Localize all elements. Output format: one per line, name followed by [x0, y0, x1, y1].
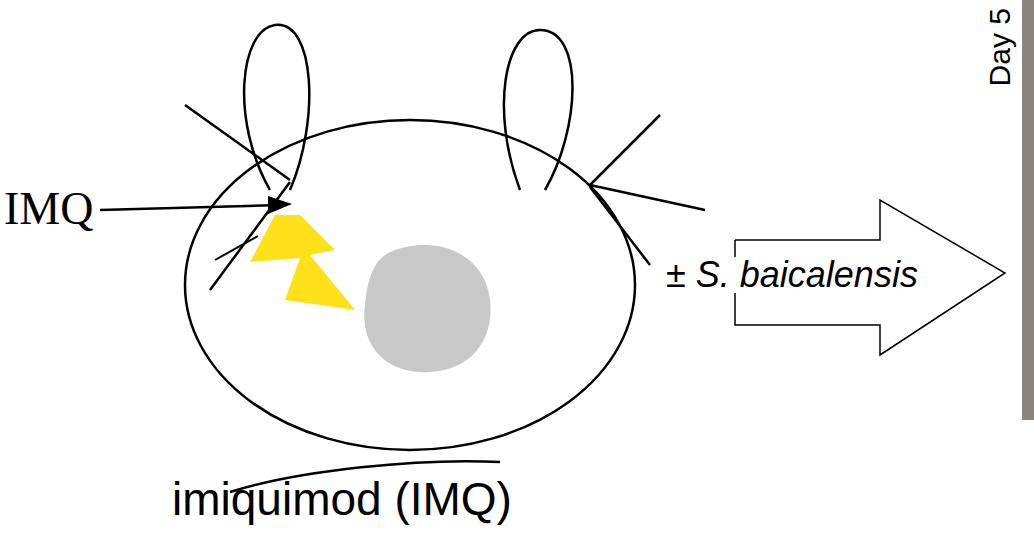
- application-arrow: [100, 205, 280, 210]
- time-point: Day 5: [985, 8, 1015, 86]
- inflammation-bolt: [250, 215, 355, 310]
- treatment-name: imiquimod (IMQ): [172, 476, 512, 522]
- mouse-body: [185, 120, 635, 450]
- treatment-label: ± S. baicalensis: [664, 257, 920, 293]
- treated-skin-patch: [364, 245, 490, 372]
- mouse-ear: [504, 30, 573, 190]
- treatment-arrow: ± S. baicalensis: [660, 195, 1020, 360]
- mouse-ear: [244, 25, 309, 190]
- bolt-line: [215, 236, 258, 260]
- mouse-whiskers: [185, 105, 705, 290]
- photo-strip: [1022, 0, 1034, 420]
- treatment-abbrev: IMQ: [4, 186, 93, 232]
- arrow-head: [268, 196, 292, 214]
